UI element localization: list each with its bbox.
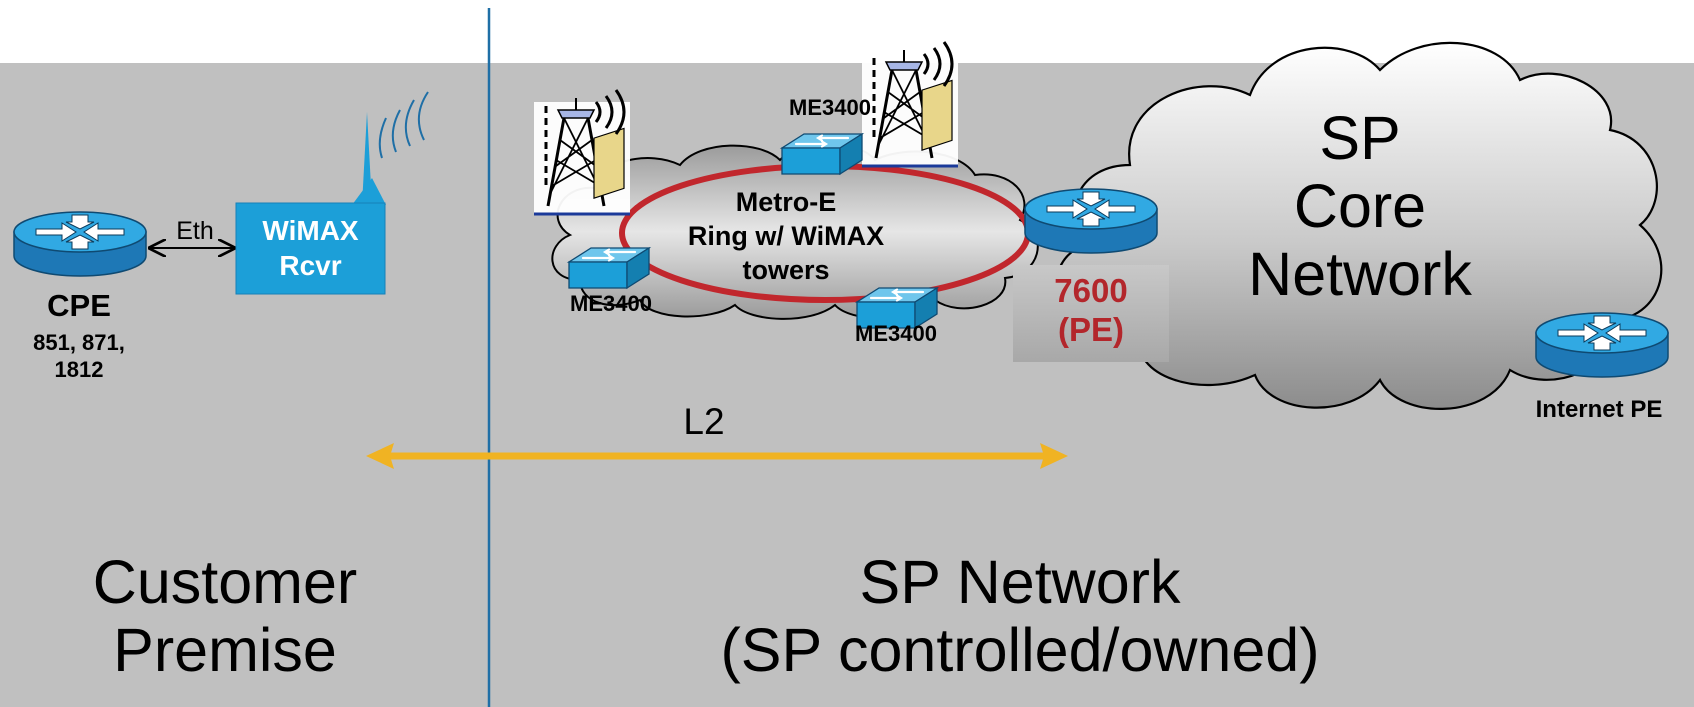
ring-label-line3: towers [742, 255, 830, 285]
core-label-line3: Network [1248, 240, 1472, 308]
l2-span-arrow [366, 443, 1068, 469]
router-icon [13, 211, 147, 277]
cpe-models-line2: 1812 [54, 357, 104, 382]
antenna-waves-icon [352, 91, 429, 205]
core-network-cloud-icon [1055, 41, 1663, 410]
l2-label: L2 [683, 401, 725, 442]
pe-label-line1: 7600 [1054, 272, 1128, 309]
customer-zone-title-line2: Premise [113, 616, 337, 684]
cpe-models-line1: 851, 871, [33, 330, 125, 355]
switch-icon [567, 246, 651, 290]
sp-zone-title-line2: (SP controlled/owned) [720, 616, 1320, 684]
internet-pe-label: Internet PE [1535, 396, 1663, 423]
core-label-line2: Core [1293, 172, 1427, 240]
router-icon [1024, 188, 1158, 254]
ring-label-line1: Metro-E [735, 187, 837, 217]
wimax-label-line1: WiMAX [262, 215, 359, 246]
pe-label-box [1013, 265, 1169, 362]
eth-label: Eth [176, 217, 214, 245]
switch-icon [780, 132, 864, 176]
ring-label-line2: Ring w/ WiMAX [687, 221, 885, 251]
core-label-line1: SP [1319, 104, 1401, 172]
pe-label-line2: (PE) [1058, 311, 1124, 348]
switch-label-top: ME3400 [789, 95, 871, 120]
switch-label-left: ME3400 [570, 291, 652, 316]
wimax-receiver-box [235, 202, 386, 295]
wimax-label-line2: Rcvr [279, 250, 342, 281]
radio-tower-icon [532, 88, 632, 216]
customer-zone-title-line1: Customer [92, 548, 358, 616]
router-icon [1535, 312, 1669, 378]
cpe-title: CPE [47, 288, 111, 323]
sp-zone-title-line1: SP Network [859, 548, 1181, 616]
switch-label-bottom: ME3400 [855, 321, 937, 346]
